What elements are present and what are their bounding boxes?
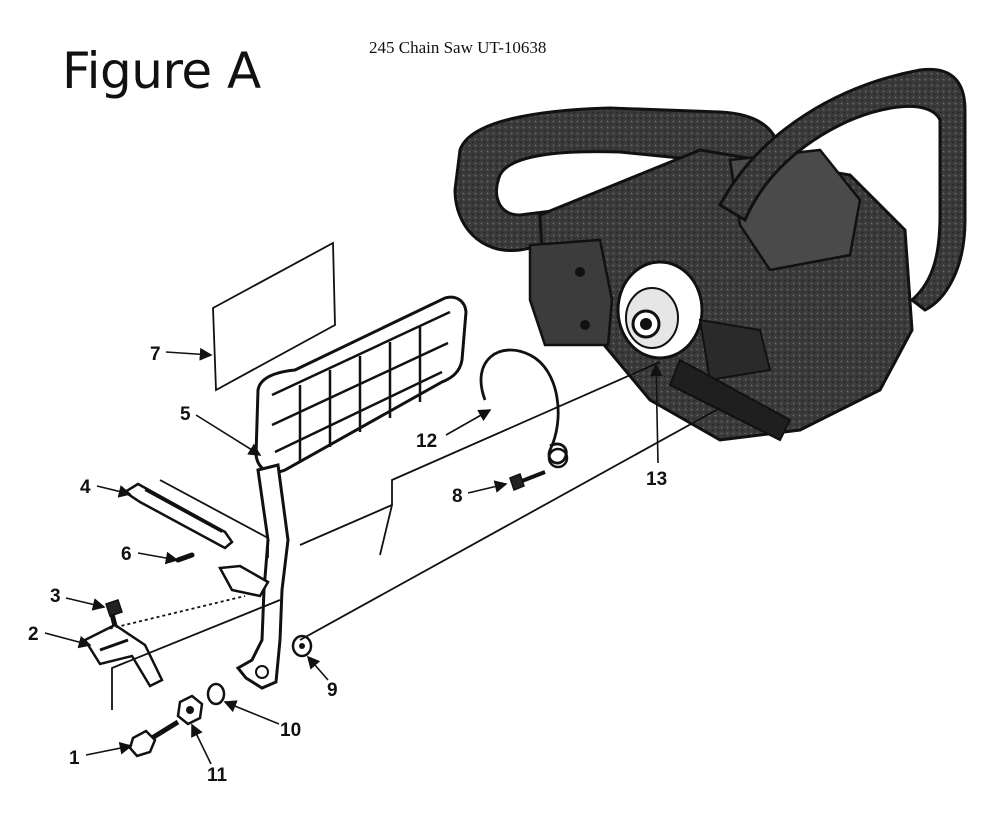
pin-6: [175, 552, 195, 563]
nut-11: [176, 694, 204, 726]
callout-1: 1: [69, 748, 80, 769]
callout-3: 3: [50, 586, 61, 607]
callout-labels: 7 5 4 6 3 2 1 11 10 9 8 12 13: [28, 344, 667, 786]
callout-12: 12: [416, 431, 437, 452]
label-plate: [212, 241, 336, 392]
chain-saw-body: [453, 67, 967, 442]
washer-9: [291, 634, 313, 658]
callout-2: 2: [28, 624, 39, 645]
callout-13: 13: [646, 469, 667, 490]
callout-8: 8: [452, 486, 463, 507]
spring: [479, 348, 568, 465]
document-title: 245 Chain Saw UT-10638: [369, 38, 547, 57]
leader-lines: [44, 347, 663, 765]
callout-4: 4: [80, 477, 91, 498]
bolt-3: [105, 599, 123, 631]
hand-guard: [218, 295, 468, 690]
callout-7: 7: [150, 344, 161, 365]
callout-9: 9: [327, 680, 338, 701]
bolt-1: [128, 719, 180, 758]
callout-6: 6: [121, 544, 132, 565]
figure-title: Figure A: [62, 42, 261, 100]
bracket-2: [83, 623, 164, 688]
ring-10: [206, 682, 226, 706]
screw-8: [509, 470, 546, 491]
brake-band: [122, 482, 234, 550]
callout-11: 11: [207, 765, 228, 786]
callout-5: 5: [180, 404, 191, 425]
assembly-lines: [103, 361, 721, 710]
callout-10: 10: [280, 720, 301, 741]
